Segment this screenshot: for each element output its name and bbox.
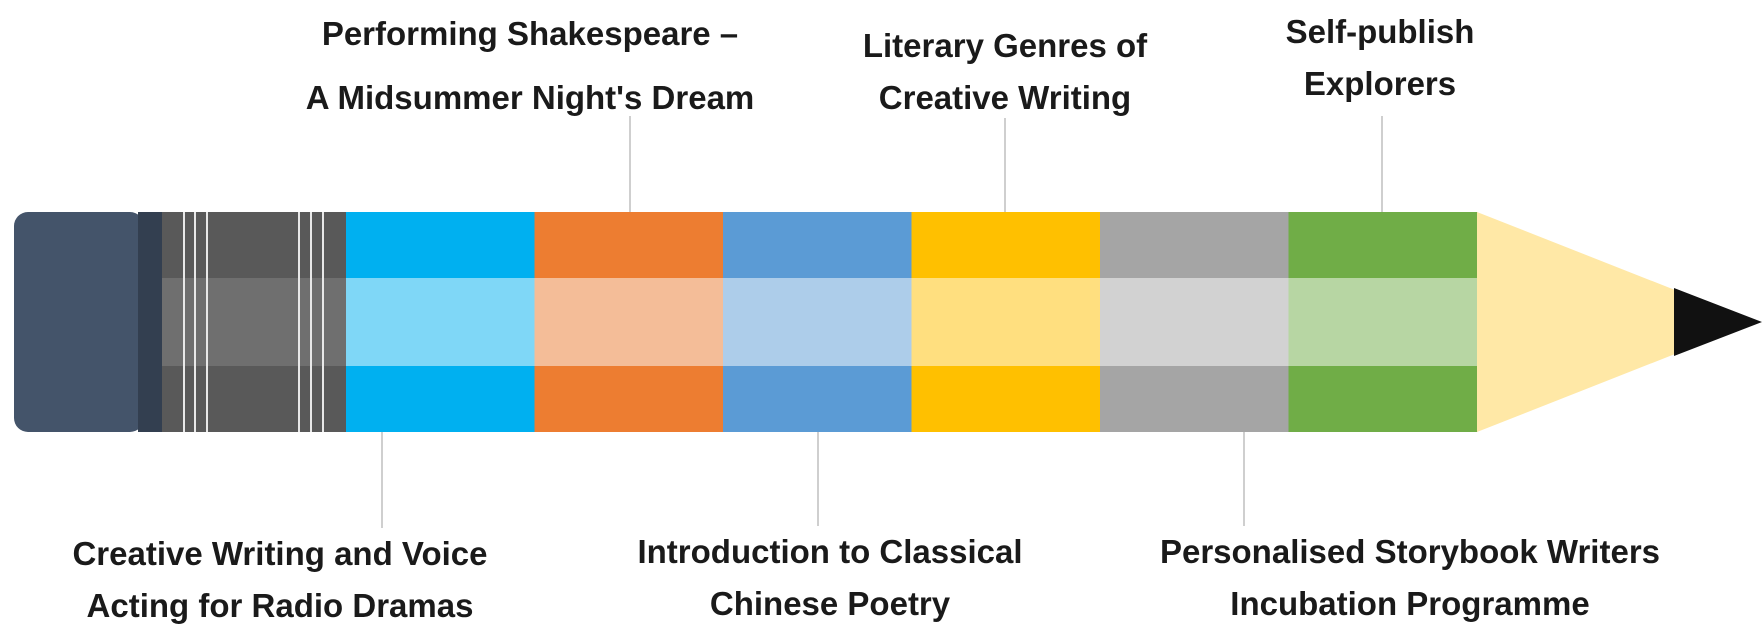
pencil-ferrule-ridge: [206, 212, 208, 432]
pencil-ferrule-ridge: [183, 212, 185, 432]
pencil-segment-highlight: [346, 278, 535, 366]
pencil-ferrule-ridge: [310, 212, 312, 432]
label-line: Creative Writing: [878, 79, 1132, 116]
pencil-segment-highlight: [723, 278, 912, 366]
label-performing-shakespeare: Performing Shakespeare – A Midsummer Nig…: [250, 2, 810, 130]
label-line: Explorers: [1303, 65, 1457, 102]
label-storybook-writers: Personalised Storybook Writers Incubatio…: [1110, 526, 1710, 630]
label-line: A Midsummer Night's Dream: [305, 79, 755, 116]
label-line: Literary Genres of: [862, 27, 1148, 64]
pencil-eraser-edge: [138, 212, 162, 432]
pencil-lead: [1674, 288, 1762, 356]
pencil-segment-highlight: [911, 278, 1101, 366]
pencil: [14, 212, 1762, 432]
label-line: Creative Writing and Voice: [72, 535, 488, 572]
label-line: Introduction to Classical: [637, 533, 1023, 570]
label-line: Self-publish: [1285, 13, 1475, 50]
pencil-segment-highlight: [534, 278, 724, 366]
label-radio-dramas: Creative Writing and Voice Acting for Ra…: [20, 528, 540, 632]
pencil-ferrule-highlight: [162, 278, 346, 366]
label-line: Performing Shakespeare –: [321, 15, 739, 52]
pencil-eraser: [14, 212, 144, 432]
label-chinese-poetry: Introduction to Classical Chinese Poetry: [600, 526, 1060, 630]
pencil-segment-highlight: [1288, 278, 1478, 366]
label-line: Personalised Storybook Writers: [1159, 533, 1661, 570]
connector-lines: [381, 116, 1383, 528]
label-line: Chinese Poetry: [709, 585, 951, 622]
label-literary-genres: Literary Genres of Creative Writing: [820, 20, 1190, 124]
label-line: Incubation Programme: [1230, 585, 1590, 622]
pencil-segment-highlight: [1100, 278, 1289, 366]
pencil-ferrule-ridge: [298, 212, 300, 432]
label-self-publish: Self-publish Explorers: [1230, 6, 1530, 110]
pencil-wood-tip: [1477, 212, 1675, 432]
label-line: Acting for Radio Dramas: [86, 587, 474, 624]
pencil-ferrule-ridge: [194, 212, 196, 432]
pencil-ferrule-ridge: [322, 212, 324, 432]
